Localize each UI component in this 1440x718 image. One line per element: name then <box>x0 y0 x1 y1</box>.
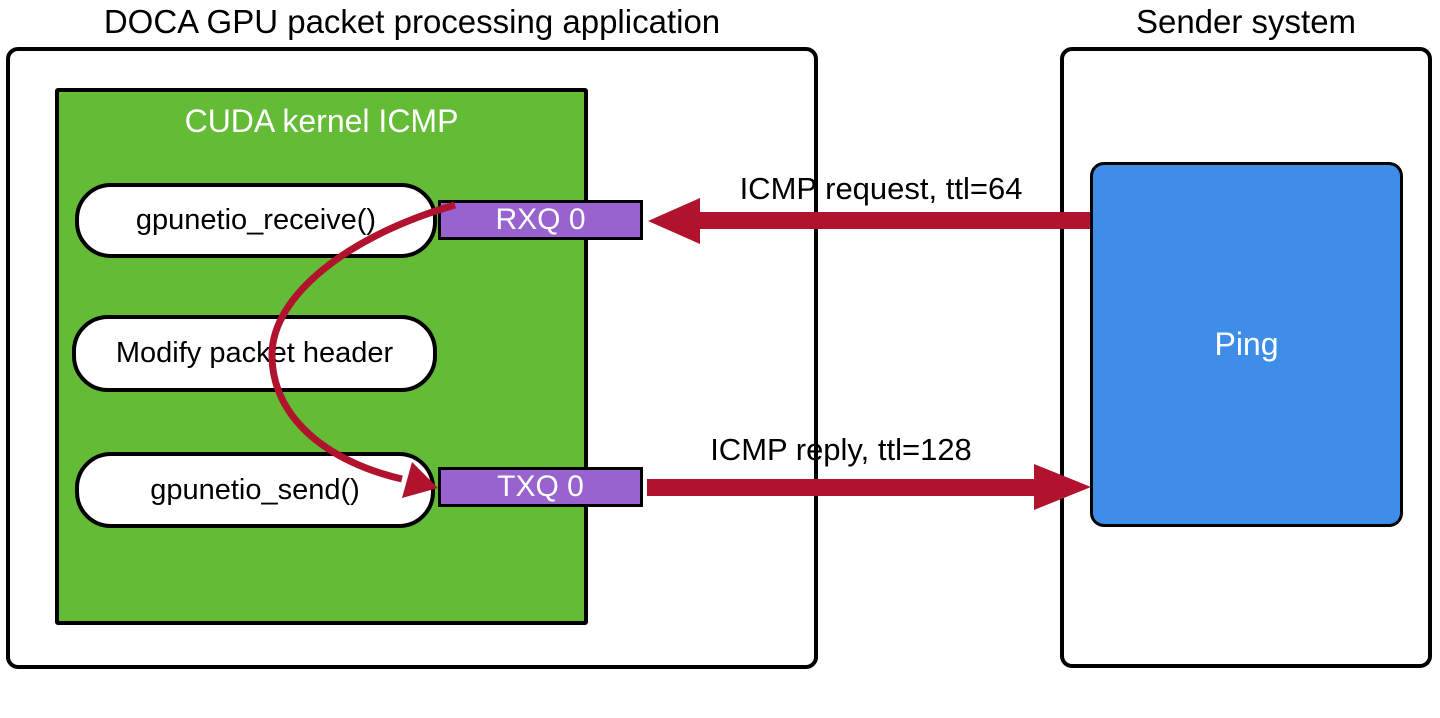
step-gpunetio-send: gpunetio_send() <box>75 452 435 528</box>
step-modify-packet-header: Modify packet header <box>72 315 437 392</box>
txq0-queue-box: TXQ 0 <box>438 467 643 507</box>
icmp-request-label: ICMP request, ttl=64 <box>739 171 1023 206</box>
step-gpunetio-receive: gpunetio_receive() <box>75 183 437 258</box>
ping-node: Ping <box>1090 162 1403 527</box>
rxq0-queue-box: RXQ 0 <box>438 200 643 240</box>
cuda-kernel-title: CUDA kernel ICMP <box>184 103 459 139</box>
doca-panel-title: DOCA GPU packet processing application <box>103 3 721 40</box>
icmp-reply-label: ICMP reply, ttl=128 <box>710 432 972 467</box>
sender-panel-title: Sender system <box>1135 3 1357 40</box>
